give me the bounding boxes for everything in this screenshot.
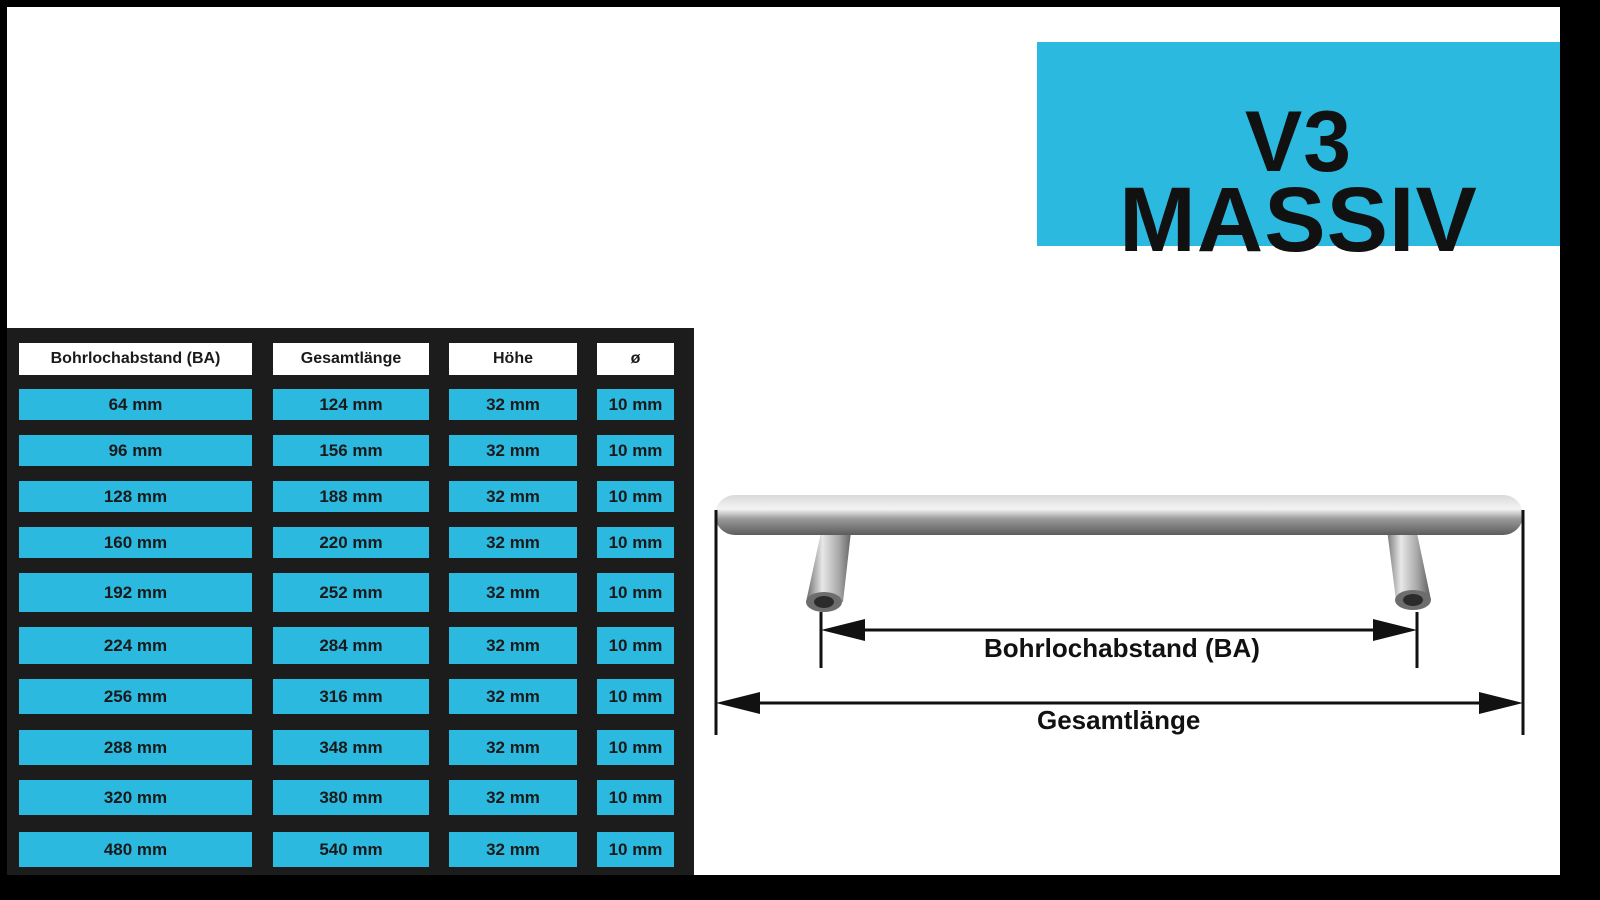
table-cell-diameter: 10 mm [597,780,674,815]
brand-banner: V3 MASSIV [1037,42,1560,266]
table-cell-diameter: 10 mm [597,481,674,512]
total-length-label: Gesamtlänge [1037,705,1201,735]
table-cell-hole-distance: 128 mm [19,481,252,512]
table-cell-height: 32 mm [449,832,577,867]
table-cell-total-length: 156 mm [273,435,429,466]
table-cell-height: 32 mm [449,730,577,765]
table-cell-height: 32 mm [449,780,577,815]
table-cell-hole-distance: 160 mm [19,527,252,558]
table-cell-diameter: 10 mm [597,627,674,664]
brand-title-line2: MASSIV [1119,169,1478,271]
table-cell-height: 32 mm [449,573,577,612]
table-cell-hole-distance: 192 mm [19,573,252,612]
table-cell-total-length: 284 mm [273,627,429,664]
table-cell-diameter: 10 mm [597,435,674,466]
table-cell-hole-distance: 96 mm [19,435,252,466]
brand-title-line1: V3 [1244,94,1353,190]
handle-leg-left [806,514,853,612]
table-cell-total-length: 540 mm [273,832,429,867]
table-cell-diameter: 10 mm [597,527,674,558]
table-cell-diameter: 10 mm [597,730,674,765]
table-cell-hole-distance: 256 mm [19,679,252,714]
hole-distance-arrow [821,619,1417,641]
table-cell-total-length: 124 mm [273,389,429,420]
table-header-total-length: Gesamtlänge [273,343,429,375]
table-cell-height: 32 mm [449,627,577,664]
table-cell-hole-distance: 288 mm [19,730,252,765]
table-cell-total-length: 188 mm [273,481,429,512]
handle-leg-right [1385,514,1431,610]
table-cell-diameter: 10 mm [597,832,674,867]
table-cell-height: 32 mm [449,527,577,558]
table-cell-height: 32 mm [449,435,577,466]
table-cell-height: 32 mm [449,679,577,714]
hole-distance-label: Bohrlochabstand (BA) [984,633,1260,663]
table-cell-total-length: 220 mm [273,527,429,558]
total-length-arrow [716,692,1523,714]
table-header-height: Höhe [449,343,577,375]
table-cell-height: 32 mm [449,481,577,512]
table-cell-total-length: 348 mm [273,730,429,765]
handle-bar [715,495,1523,535]
table-header-diameter: ø [597,343,674,375]
table-header-hole-distance: Bohrlochabstand (BA) [19,343,252,375]
table-cell-diameter: 10 mm [597,389,674,420]
table-cell-hole-distance: 64 mm [19,389,252,420]
table-cell-diameter: 10 mm [597,573,674,612]
table-cell-total-length: 252 mm [273,573,429,612]
table-cell-height: 32 mm [449,389,577,420]
table-cell-total-length: 380 mm [273,780,429,815]
table-cell-diameter: 10 mm [597,679,674,714]
table-cell-hole-distance: 320 mm [19,780,252,815]
table-cell-hole-distance: 480 mm [19,832,252,867]
table-cell-hole-distance: 224 mm [19,627,252,664]
handle-diagram [714,495,1525,735]
table-cell-total-length: 316 mm [273,679,429,714]
